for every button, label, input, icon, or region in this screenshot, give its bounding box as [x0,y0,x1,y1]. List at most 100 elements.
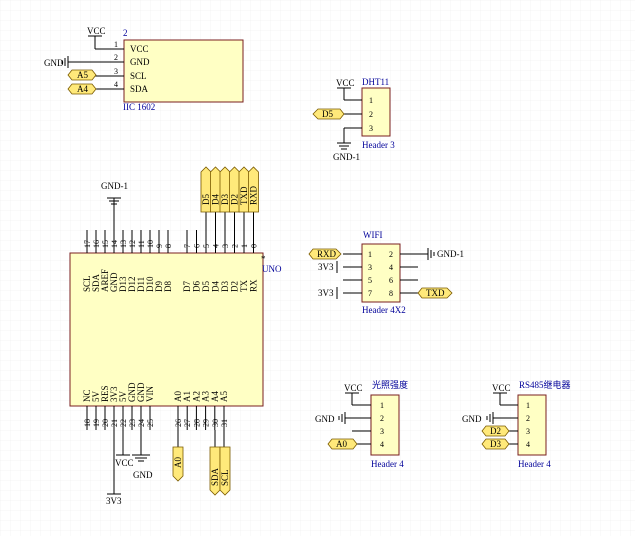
iic1602-component: 2 IIC 1602 1 2 3 4 VCC GND SCL SDA VCC G… [44,26,244,112]
port-sda-bottom-label: SDA [210,467,220,486]
iic1602-gnd-net: GND [44,58,64,68]
wifi-pin-number: 6 [389,276,393,285]
uno-pin-label: SCL [82,275,92,292]
uno-pin-number: 3 [221,244,230,248]
uno-body [69,252,264,407]
uno-pin-number: 11 [137,240,146,248]
uno-top-port-label: TXD [239,186,249,205]
port-scl-bottom-label: SCL [220,469,230,486]
uno-top-port [200,166,212,213]
uno-top-port [219,166,231,213]
dht11-pin-number: 2 [369,110,373,119]
light-sensor-gnd-net: GND [315,414,335,424]
uno-top-port [210,166,221,213]
uno-bottom-vcc-net: VCC [115,458,134,468]
uno-pin-label: GND [109,272,119,292]
wifi-part-label: Header 4X2 [362,305,406,315]
port-a4-label: A4 [77,84,88,94]
uno-pin-number: 10 [146,240,155,248]
uno-bottom-3v3-net: 3V3 [106,496,122,506]
uno-pin-number: 13 [119,240,128,248]
uno-pin-label: RX [249,279,259,292]
light-sensor-pin-number: 1 [380,401,384,410]
wifi-component: WIFI Header 4X2 1 3 5 7 2 4 6 8 RXD 3V3 … [308,230,464,315]
uno-pin-number: 14 [110,240,119,248]
port-a5 [67,69,97,81]
uno-top-port-label: D2 [230,194,240,205]
port-a0-bottom-label: A0 [173,457,183,468]
uno-pin-label: A2 [191,391,201,402]
dht11-body [361,87,391,137]
uno-pin-number: 30 [211,419,220,427]
uno-pin-number: 29 [202,419,211,427]
iic1602-pin-vcc: VCC [130,44,149,54]
uno-top-port [229,166,240,213]
dht11-part-label: Header 3 [362,140,395,150]
uno-pin-label: D6 [192,281,202,292]
uno-pin-label: TX [239,280,249,292]
light-sensor-title: 光照强度 [372,379,408,390]
uno-pin-number: 8 [164,244,173,248]
relay-part-label: Header 4 [518,459,551,469]
uno-pin-number: 22 [119,419,128,427]
iic1602-designator: 2 [123,28,128,38]
uno-pin-label: A5 [219,391,229,402]
port-d3-label: D3 [490,439,501,449]
uno-top-left-pins: 17SCL16SDA15AREF14GND13D1312D1211D1110D1… [82,230,173,292]
port-d2 [481,425,510,437]
uno-pin-number: 15 [101,240,110,248]
light-sensor-pin-number: 3 [380,427,384,436]
light-sensor-component: 光照强度 Header 4 1 2 3 4 VCC GND A0 [315,379,408,469]
uno-pin-label: 5V [118,391,128,403]
port-a0 [327,438,358,450]
iic1602-body [123,39,244,103]
port-d2-label: D2 [490,426,501,436]
uno-pin-label: AREF [100,269,110,292]
wifi-title: WIFI [363,230,383,240]
uno-pin-label: A4 [210,391,220,402]
relay-title: RS485继电器 [519,379,571,390]
relay-pin-number: 4 [526,440,530,449]
uno-pin-number: 6 [193,244,202,248]
port-d5-label: D5 [322,109,333,119]
dht11-gnd-net: GND-1 [333,152,360,162]
port-d3 [481,438,510,450]
uno-pin-number: 31 [220,419,229,427]
uno-marker: * [261,254,266,264]
uno-pin-number: 28 [192,419,201,427]
wifi-body [361,243,401,303]
port-rxd-label: RXD [317,249,337,259]
uno-pin-number: 1 [240,244,249,248]
uno-pin-label: A1 [182,391,192,402]
dht11-pin-number: 3 [369,124,373,133]
uno-pin-label: D9 [154,281,164,292]
dht11-component: DHT11 Header 3 1 2 3 VCC D5 GND-1 [312,77,395,162]
uno-pin-label: D5 [201,281,211,292]
uno-top-port-label: D5 [201,194,211,205]
wifi-pin-number: 3 [368,263,372,272]
port-a5-label: A5 [77,70,88,80]
uno-pin-label: D4 [211,281,221,292]
uno-pin-number: 21 [110,419,119,427]
uno-component: * UNO 17SCL16SDA15AREF14GND13D1312D1211D… [69,166,282,506]
uno-pin-label: D3 [220,281,230,292]
uno-top-gnd-net: GND-1 [101,181,128,191]
iic1602-pin-scl: SCL [130,71,147,81]
light-sensor-part-label: Header 4 [371,459,404,469]
uno-pin-number: 0 [250,244,259,248]
uno-pin-label: GND [136,382,146,402]
uno-pin-number: 18 [83,419,92,427]
port-a4 [67,83,97,95]
wifi-pin-number: 5 [368,276,372,285]
dht11-vcc-net: VCC [336,78,355,88]
uno-pin-number: 27 [183,419,192,427]
uno-pin-number: 4 [212,244,221,248]
uno-top-port-label: RXD [249,185,259,205]
uno-pin-label: D11 [136,277,146,292]
port-txd [417,287,453,299]
uno-designator: UNO [262,264,282,274]
uno-pin-label: D2 [230,281,240,292]
uno-pin-label: A0 [173,391,183,402]
relay-vcc-net: VCC [492,383,511,393]
iic1602-pin-number: 1 [114,40,118,49]
